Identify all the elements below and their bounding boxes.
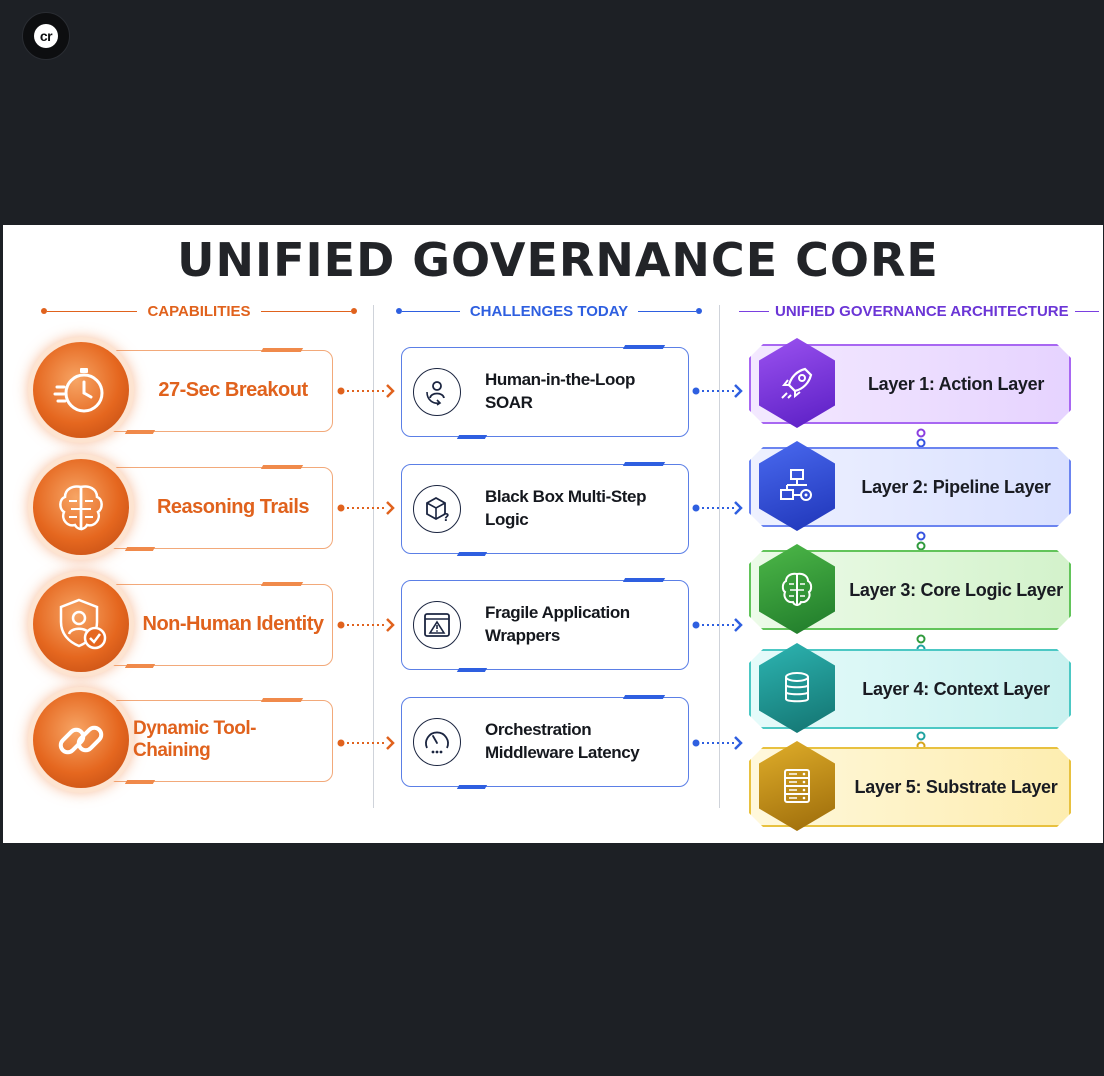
person-loop-icon	[426, 381, 445, 406]
header-line	[739, 310, 769, 312]
arrow-right-icon	[337, 501, 395, 515]
arrow-right-icon	[337, 736, 395, 750]
challenge-card-latency: Orchestration Middleware Latency	[401, 695, 689, 789]
challenge-icon-badge	[413, 718, 461, 766]
app-logo[interactable]: cr	[22, 12, 70, 60]
capability-icon-badge	[33, 692, 129, 788]
capability-icon-badge	[33, 459, 129, 555]
layer-icon-hex	[759, 544, 835, 634]
flowchart-icon	[780, 469, 812, 501]
challenge-card-wrappers: Fragile Application Wrappers	[401, 578, 689, 672]
gauge-latency-icon	[425, 731, 449, 754]
challenges-header: CHALLENGES TODAY	[396, 301, 703, 321]
architecture-header: UNIFIED GOVERNANCE ARCHITECTURE	[739, 301, 1099, 321]
svg-text:?: ?	[443, 511, 449, 523]
database-icon	[785, 672, 809, 703]
capability-card-breakout: 27-Sec Breakout	[33, 342, 335, 438]
column-divider	[719, 305, 720, 808]
capability-icon-badge	[33, 576, 129, 672]
layer-label: Layer 1: Action Layer	[867, 373, 1045, 394]
capability-card-reasoning: Reasoning Trails	[33, 459, 335, 555]
diagram-title: UNIFIED GOVERNANCE CORE	[177, 233, 939, 287]
capability-label: Reasoning Trails	[156, 495, 310, 518]
arrow-right-icon	[692, 736, 743, 750]
challenge-label: Orchestration Middleware Latency	[485, 720, 640, 762]
header-line	[1074, 310, 1099, 312]
arrow-right-icon	[692, 501, 743, 515]
header-dot	[41, 308, 47, 314]
layer-action: Layer 1: Action Layer	[749, 338, 1073, 430]
arrow-right-icon	[337, 384, 395, 398]
layer-connector	[916, 531, 926, 551]
capability-label: 27-Sec Breakout	[158, 378, 308, 401]
stopwatch-speed-icon	[53, 368, 104, 413]
challenges-header-text: CHALLENGES TODAY	[469, 302, 629, 320]
layer-icon-hex	[759, 741, 835, 831]
column-divider	[373, 305, 374, 808]
capability-label: Dynamic Tool-Chaining	[133, 718, 257, 761]
layer-label: Layer 5: Substrate Layer	[854, 776, 1058, 797]
layer-context: Layer 4: Context Layer	[749, 643, 1073, 735]
rocket-icon	[781, 367, 813, 399]
challenge-icon-badge	[413, 601, 461, 649]
layer-substrate: Layer 5: Substrate Layer	[749, 741, 1073, 833]
challenge-card-black-box: ? Black Box Multi-Step Logic	[401, 462, 689, 556]
layer-label: Layer 4: Context Layer	[862, 678, 1050, 699]
header-line	[402, 310, 460, 312]
layer-icon-hex	[759, 441, 835, 531]
user-shield-check-icon	[59, 598, 107, 650]
layer-icon-hex	[759, 643, 835, 733]
capability-icon-badge	[33, 342, 129, 438]
brain-icon	[59, 485, 103, 531]
header-dot	[351, 308, 357, 314]
architecture-header-text: UNIFIED GOVERNANCE ARCHITECTURE	[775, 302, 1069, 320]
header-line	[260, 310, 351, 312]
header-dot	[696, 308, 703, 314]
challenge-icon-badge: ?	[413, 485, 461, 533]
infographic-canvas: UNIFIED GOVERNANCE CORE CAPABILITIES CHA…	[3, 225, 1103, 843]
header-line	[638, 310, 697, 312]
card-frame	[401, 462, 689, 556]
challenge-card-soar: Human-in-the-Loop SOAR	[401, 345, 689, 439]
box-question-icon: ?	[426, 496, 449, 523]
challenge-label: Human-in-the-Loop SOAR	[485, 370, 635, 412]
layer-connector	[916, 428, 926, 448]
arrow-right-icon	[337, 618, 395, 632]
capabilities-header: CAPABILITIES	[41, 301, 357, 321]
chain-link-icon	[58, 725, 104, 755]
arrow-right-icon	[692, 618, 743, 632]
capability-card-tool-chaining: Dynamic Tool-Chaining	[33, 692, 335, 788]
capability-label: Non-Human Identity	[142, 612, 325, 635]
arrow-right-icon	[692, 384, 743, 398]
logo-mark: cr	[34, 24, 58, 48]
layer-label: Layer 3: Core Logic Layer	[849, 579, 1063, 600]
challenge-label: Fragile Application Wrappers	[485, 603, 630, 645]
challenge-icon-badge	[413, 368, 461, 416]
layer-core-logic: Layer 3: Core Logic Layer	[749, 544, 1073, 636]
server-rack-icon	[784, 769, 810, 803]
capabilities-header-text: CAPABILITIES	[147, 302, 251, 320]
brain-icon	[781, 572, 813, 607]
layer-icon-hex	[759, 338, 835, 428]
header-dot	[396, 308, 402, 314]
header-line	[47, 310, 138, 312]
layer-pipeline: Layer 2: Pipeline Layer	[749, 441, 1073, 533]
challenge-label: Black Box Multi-Step Logic	[485, 487, 647, 529]
capability-card-identity: Non-Human Identity	[33, 576, 335, 672]
layer-label: Layer 2: Pipeline Layer	[861, 476, 1051, 497]
window-warning-icon	[424, 613, 450, 637]
